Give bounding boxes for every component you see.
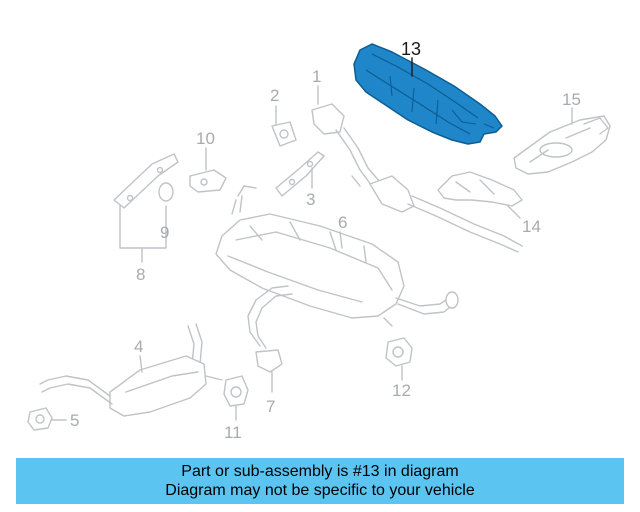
- part-15-heat-shield: [513, 115, 611, 175]
- leader-6: [339, 231, 343, 249]
- part-1-front-pipe: [311, 103, 523, 253]
- callout-8: 8: [136, 265, 145, 284]
- part-11-hanger: [223, 375, 249, 407]
- callout-14: 14: [522, 217, 541, 236]
- callout-3: 3: [306, 190, 315, 209]
- part-10-hanger: [189, 169, 227, 193]
- callout-6: 6: [338, 213, 347, 232]
- callout-7: 7: [266, 397, 275, 416]
- part-2-gasket: [271, 121, 297, 147]
- part-5-clamp: [27, 407, 53, 431]
- callout-1: 1: [312, 67, 321, 86]
- callout-12: 12: [392, 381, 411, 400]
- part-12-rubber-mount: [385, 337, 413, 367]
- part-8-bracket: [113, 153, 179, 209]
- banner-line-2: Diagram may not be specific to your vehi…: [165, 482, 475, 499]
- part-13-heat-shield[interactable]: [353, 43, 503, 145]
- part-14-heat-shield: [437, 171, 523, 207]
- callout-4: 4: [134, 337, 143, 356]
- callout-9: 9: [160, 223, 169, 242]
- part-9-rubber-mount: [158, 182, 174, 202]
- callout-11: 11: [224, 423, 242, 442]
- part-6-rear-muffler: [215, 185, 459, 327]
- leader-4: [139, 355, 143, 373]
- part-3-bracket: [275, 151, 325, 197]
- info-banner: Part or sub-assembly is #13 in diagram D…: [16, 458, 624, 504]
- callout-10: 10: [196, 129, 215, 148]
- banner-line-1: Part or sub-assembly is #13 in diagram: [181, 463, 459, 480]
- leader-8-bracket: [119, 205, 167, 249]
- exhaust-parts-diagram: 13 15 14 1 2 3: [27, 39, 611, 442]
- callout-2: 2: [270, 86, 279, 105]
- leader-14: [507, 205, 521, 219]
- callout-15: 15: [562, 90, 581, 109]
- part-7-clamp: [247, 285, 293, 373]
- part-4-center-muffler: [39, 323, 223, 417]
- callout-13: 13: [401, 39, 421, 59]
- callout-5: 5: [70, 411, 79, 430]
